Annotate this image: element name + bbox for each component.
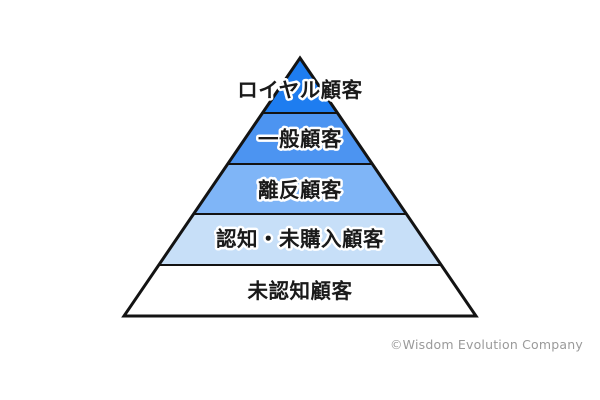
- copyright-text: ©Wisdom Evolution Company: [389, 337, 583, 352]
- level-label-loyal-customers: ロイヤル顧客: [237, 78, 362, 102]
- level-label-aware-nonpurchasing-customers: 認知・未購入顧客: [216, 227, 384, 251]
- pyramid-outline: [121, 55, 479, 318]
- level-label-general-customers: 一般顧客: [258, 127, 342, 151]
- level-label-unaware-customers: 未認知顧客: [248, 279, 353, 303]
- level-label-churned-customers: 離反顧客: [258, 178, 342, 202]
